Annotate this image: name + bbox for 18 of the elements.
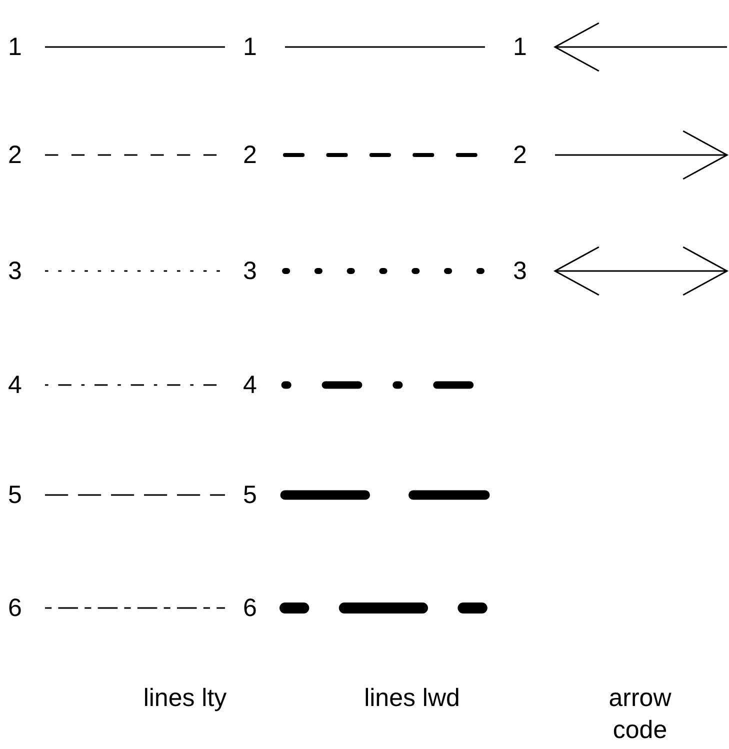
line-type-number: 2 (513, 141, 527, 169)
line-type-number: 1 (513, 33, 527, 61)
line-type-number: 2 (243, 141, 257, 169)
line-type-number: 1 (243, 33, 257, 61)
line-type-number: 4 (8, 371, 22, 399)
column-caption: arrow code (608, 683, 672, 746)
line-type-number: 3 (8, 257, 22, 285)
line-type-number: 4 (243, 371, 257, 399)
line-type-number: 1 (8, 33, 22, 61)
column-caption: lines lwd (363, 683, 461, 714)
line-type-number: 5 (243, 481, 257, 509)
line-type-number: 3 (243, 257, 257, 285)
column-caption: lines lty (142, 683, 228, 714)
line-type-number: 2 (8, 141, 22, 169)
line-type-number: 5 (8, 481, 22, 509)
line-type-number: 6 (243, 594, 257, 622)
line-type-number: 3 (513, 257, 527, 285)
line-type-number: 6 (8, 594, 22, 622)
